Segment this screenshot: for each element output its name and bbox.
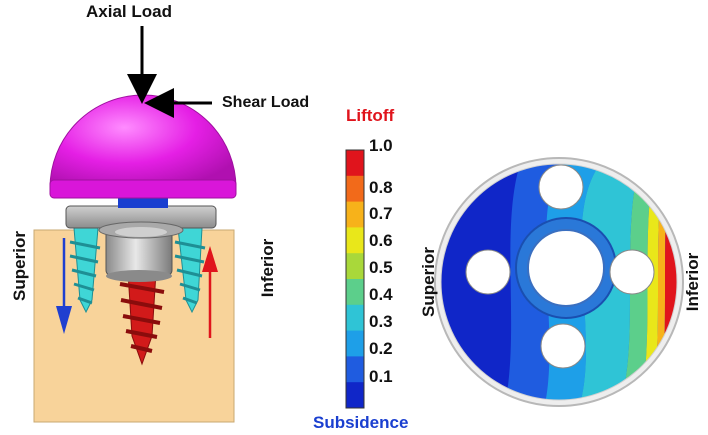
- colorbar-tick-label: 0.3: [369, 312, 393, 331]
- inferior-label-right: Inferior: [683, 252, 702, 312]
- colorbar-swatch: [346, 279, 364, 306]
- colorbar-tick-label: 0.6: [369, 231, 393, 250]
- subsidence-arrow: [56, 238, 72, 334]
- inferior-label-left: Inferior: [258, 238, 277, 298]
- colorbar-swatch: [346, 356, 364, 383]
- colorbar-swatch: [346, 201, 364, 228]
- superior-label-left: Superior: [10, 231, 29, 301]
- superior-label-right: Superior: [419, 247, 438, 317]
- colorbar-border: [345, 149, 365, 409]
- red-center-screw: [119, 271, 165, 366]
- colorbar-tick-label: 0.7: [369, 204, 393, 223]
- colorbar-tick-label: 0.4: [369, 285, 393, 304]
- colorbar: [345, 149, 365, 409]
- colorbar-swatch: [346, 175, 364, 203]
- liftoff-label: Liftoff: [346, 106, 395, 125]
- colorbar-tick-label: 0.1: [369, 367, 393, 386]
- colorbar-swatch: [346, 253, 364, 280]
- colorbar-swatch: [346, 382, 364, 409]
- subsidence-label: Subsidence: [313, 413, 409, 432]
- liftoff-arrow: [202, 246, 218, 338]
- metal-baseplate: [65, 205, 217, 282]
- axial-load-label: Axial Load: [86, 2, 172, 21]
- colorbar-tick-label: 0.8: [369, 178, 393, 197]
- glenosphere-dome: [49, 94, 237, 199]
- shear-load-label: Shear Load: [222, 94, 310, 111]
- colorbar-swatch: [346, 150, 364, 177]
- contour-disc: [434, 157, 684, 407]
- colorbar-swatch: [346, 227, 364, 254]
- colorbar-swatch: [346, 330, 364, 357]
- colorbar-tick-label: 0.2: [369, 339, 393, 358]
- blue-spacer: [118, 196, 168, 208]
- colorbar-tick-label: 0.5: [369, 258, 393, 277]
- colorbar-swatch: [346, 304, 364, 332]
- colorbar-tick-label: 1.0: [369, 136, 393, 155]
